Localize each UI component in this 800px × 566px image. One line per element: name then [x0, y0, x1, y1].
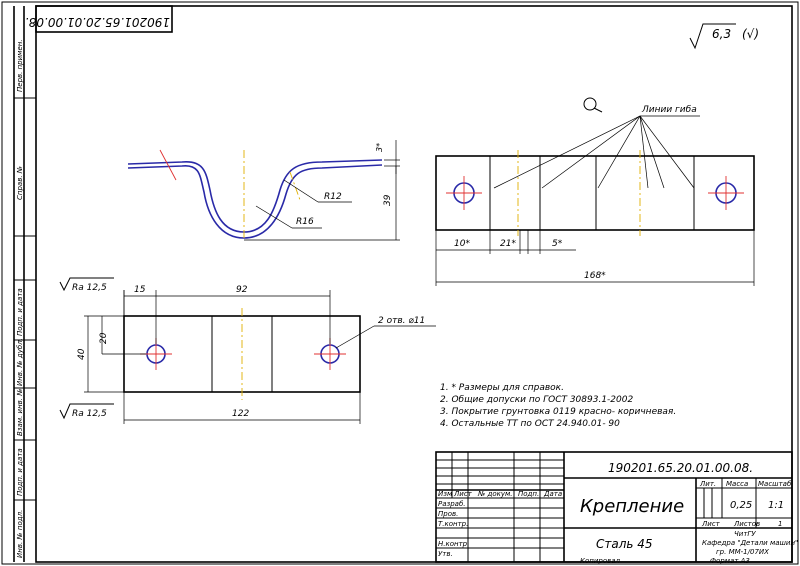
strip-podp2: Подп. и дата: [16, 448, 24, 496]
tb-scale: 1:1: [768, 500, 784, 511]
tb-role-tkontr: Т.контр.: [438, 520, 468, 528]
strip-podp1: Подп. и дата: [16, 288, 24, 336]
strip-vzam: Взам. инв. №: [16, 388, 24, 436]
dim-20: 20: [99, 332, 109, 344]
dim-15: 15: [134, 285, 146, 295]
tb-col-lit: Лит.: [699, 480, 716, 488]
tb-role-razrab: Разраб.: [438, 500, 466, 508]
roughness-bottom: Ra 12,5: [72, 409, 107, 419]
tb-sheets-label: Листов: [733, 520, 760, 528]
dim-height: 39: [383, 194, 393, 206]
tb-designation: 190201.65.20.01.00.08.: [608, 461, 753, 475]
tb-format: Формат А3: [710, 557, 750, 565]
tb-row-dok: № докум.: [477, 490, 513, 498]
dim-5: 5*: [552, 239, 563, 249]
note-4: 4. Остальные ТТ по ОСТ 24.940.01- 90: [440, 419, 620, 429]
dim-92: 92: [236, 285, 248, 295]
tb-copied: Копировал: [580, 557, 621, 565]
strip-invpodl: Инв. № подл.: [16, 510, 24, 558]
dim-holes: 2 отв. ⌀11: [378, 316, 425, 326]
left-strip: Перв. примен. Справ. № Подп. и дата Инв.…: [13, 6, 36, 562]
dim-122: 122: [232, 409, 249, 419]
tb-row-data: Дата: [543, 490, 562, 498]
tb-row-izm: Изм: [438, 490, 453, 498]
dim-r12: R12: [324, 192, 342, 202]
tb-col-mass: Масса: [726, 480, 748, 488]
dim-10: 10*: [454, 239, 470, 249]
strip-sprav: Справ. №: [16, 166, 24, 200]
tb-sheet-label: Лист: [701, 520, 721, 528]
roughness-suffix: (√): [742, 27, 759, 41]
title-block: 190201.65.20.01.00.08. Лит. Масса Масшта…: [435, 451, 798, 563]
tb-org-2: Кафедра "Детали машин": [702, 539, 798, 547]
tech-notes: 1. * Размеры для справок. 2. Общие допус…: [440, 383, 676, 429]
tb-org-3: гр. ММ-1/07ИХ: [716, 548, 769, 556]
drawing-frame: [35, 5, 793, 563]
dim-168: 168*: [584, 271, 606, 281]
dim-thickness: 3*: [375, 143, 384, 152]
roughness-value: 6,3: [712, 27, 731, 41]
strip-perv: Перв. примен.: [16, 39, 24, 92]
tb-row-list: Лист: [453, 490, 473, 498]
profile-view: 3* 39 R12 R16: [127, 140, 400, 241]
developed-view: Линии гиба 10* 21* 5* 168*: [435, 97, 755, 286]
strip-invdubl: Инв. № дубл.: [16, 338, 24, 386]
roughness-top: Ra 12,5: [72, 283, 107, 293]
dim-21: 21*: [500, 239, 516, 249]
dim-r16: R16: [296, 217, 314, 227]
top-stamp-box: [35, 5, 173, 33]
tb-role-utv: Утв.: [438, 550, 453, 558]
bend-lines-label: Линии гиба: [641, 105, 697, 115]
tb-role-nkontr: Н.контр.: [438, 540, 469, 548]
tb-role-prov: Пров.: [438, 510, 458, 518]
tb-row-podp: Подп.: [518, 490, 539, 498]
general-roughness: 6,3 (√): [689, 23, 759, 50]
plan-view: 15 92 122 40 20 2 отв. ⌀11 Ra 12,5 Ra 12…: [59, 277, 436, 424]
tb-col-scale: Масштаб: [758, 480, 792, 488]
note-2: 2. Общие допуски по ГОСТ 30893.1-2002: [440, 395, 633, 405]
tb-name: Крепление: [580, 496, 684, 517]
tb-org-1: ЧитГУ: [734, 530, 756, 538]
note-3: 3. Покрытие грунтовка 0119 красно- корич…: [440, 407, 676, 417]
tb-sheets: 1: [778, 520, 782, 528]
dim-40: 40: [77, 348, 87, 360]
tb-material: Сталь 45: [596, 537, 653, 551]
top-stamp-text: 190201.65.20.01.00.08.: [25, 15, 170, 29]
note-1: 1. * Размеры для справок.: [440, 383, 564, 393]
tb-mass: 0,25: [730, 500, 752, 511]
